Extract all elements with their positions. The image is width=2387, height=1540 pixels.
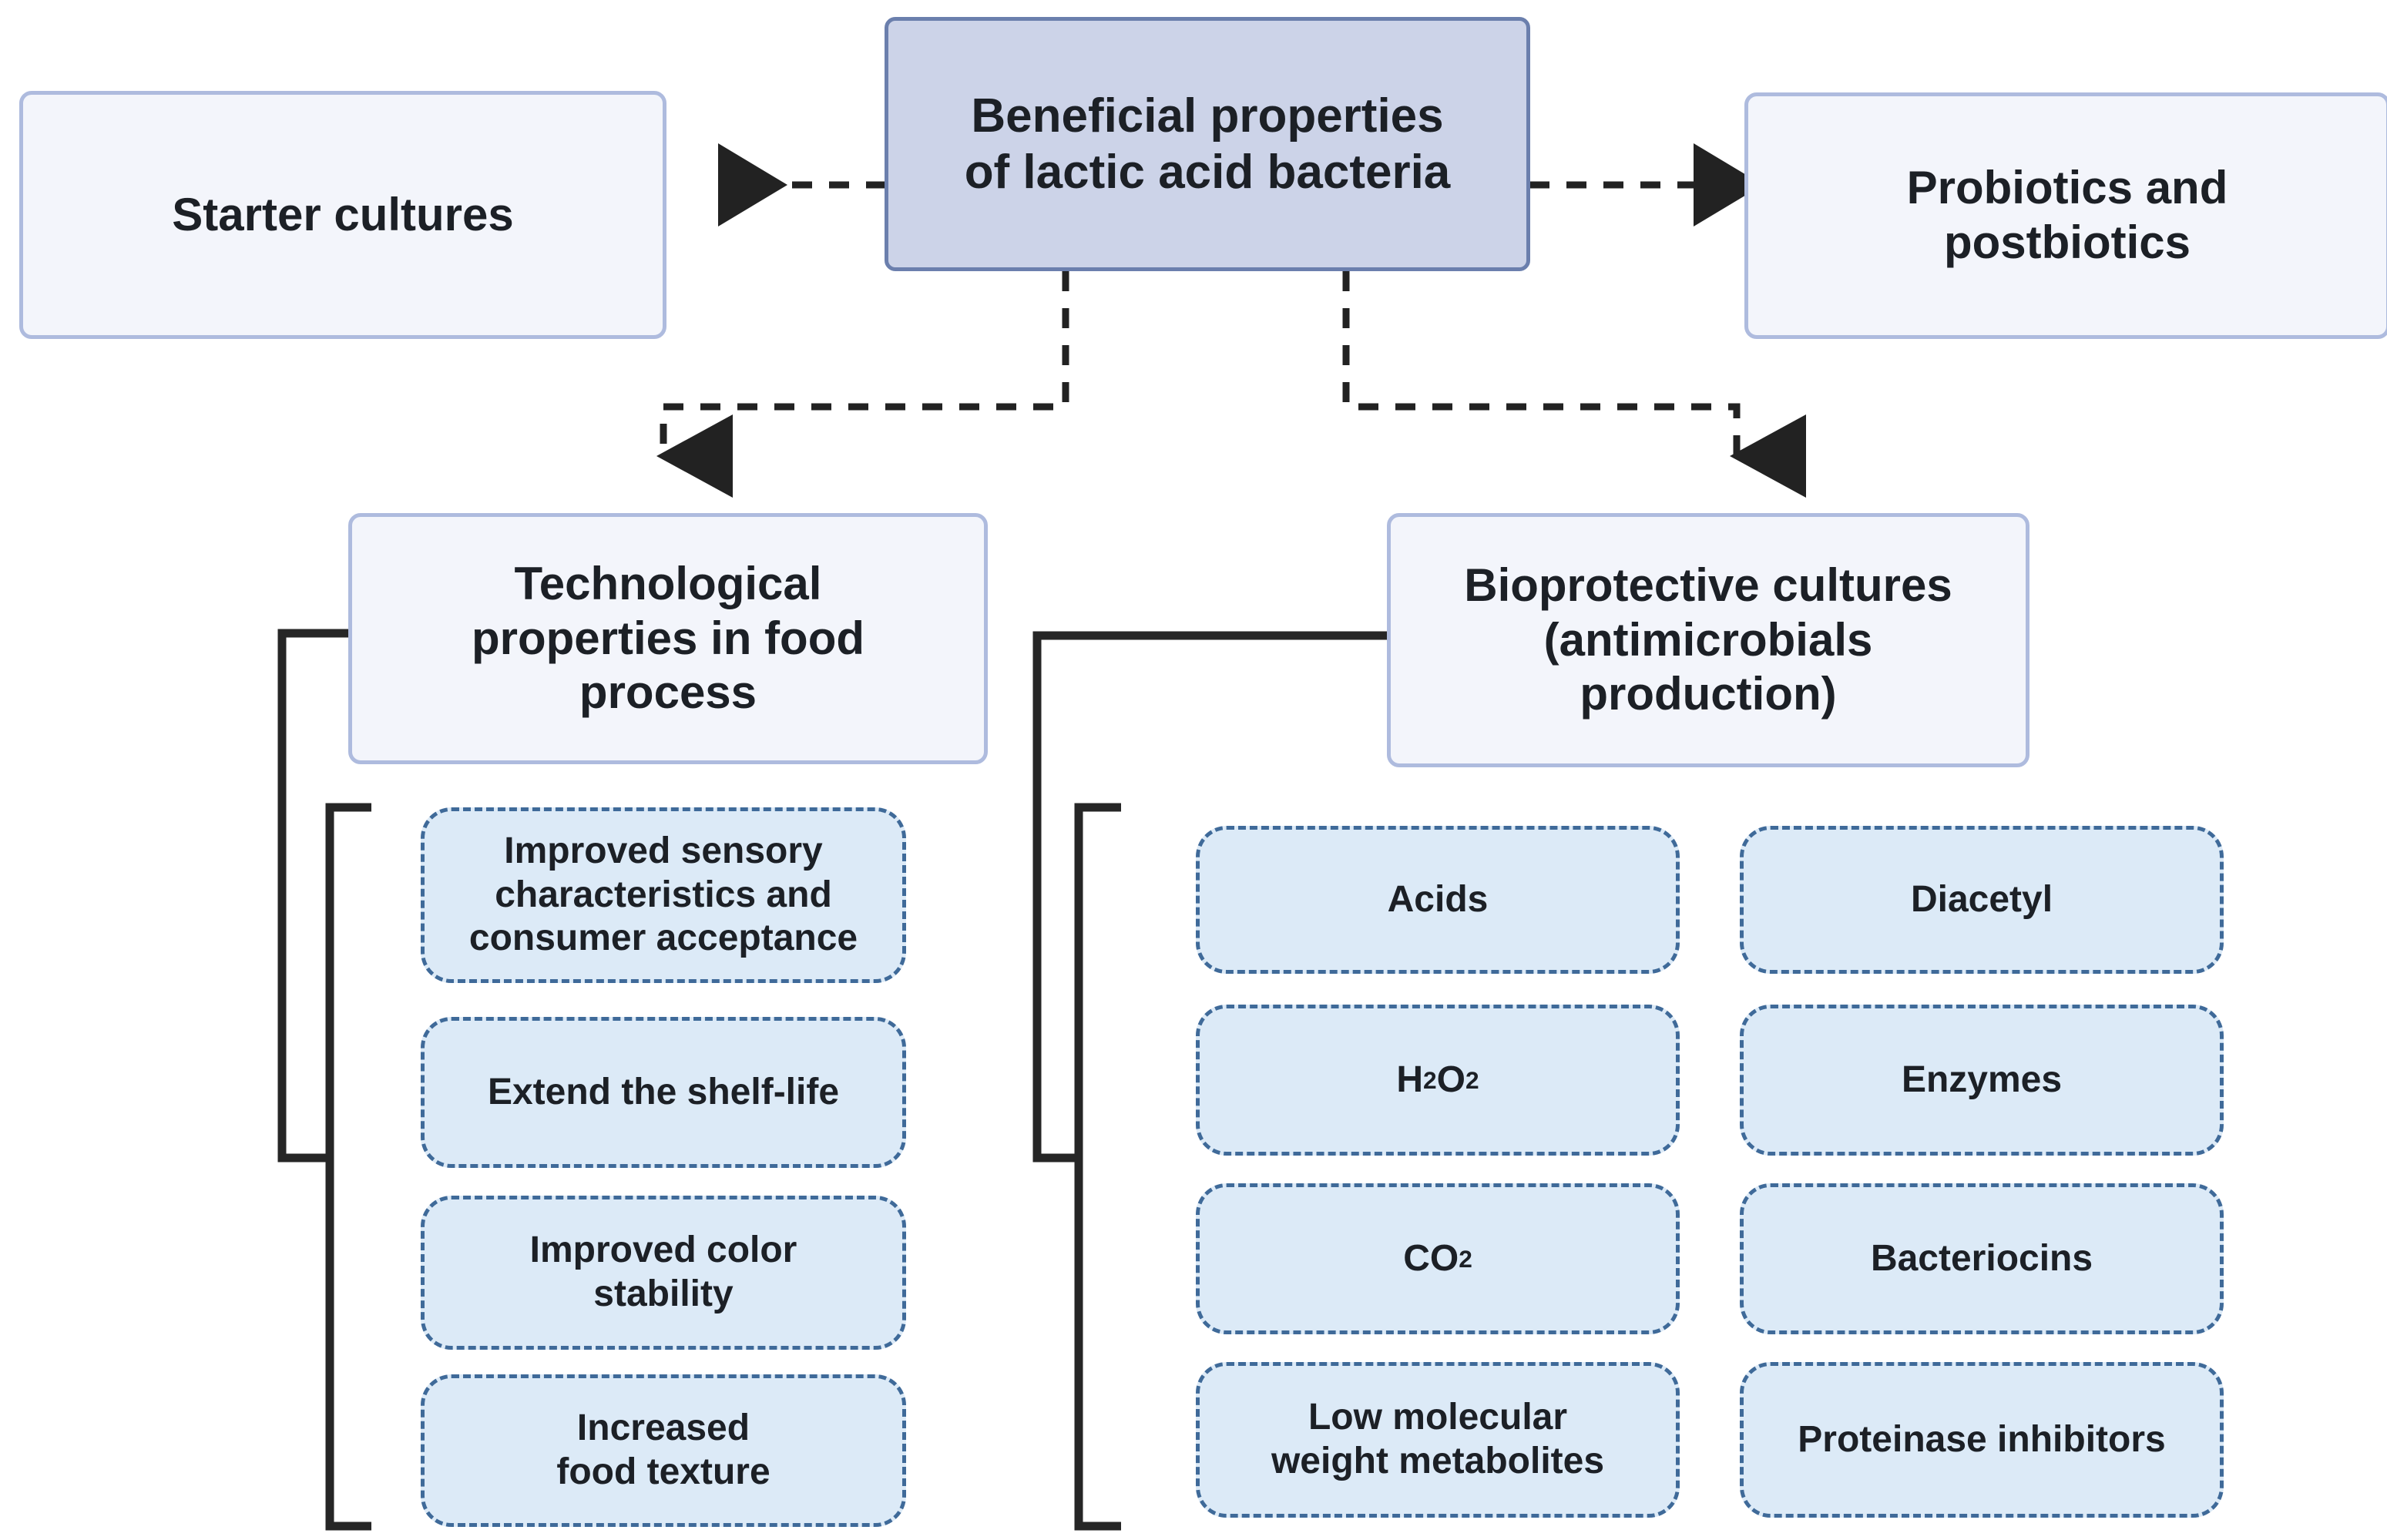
chip-bacteriocins[interactable]: Bacteriocins: [1740, 1183, 2224, 1334]
bracket-technological-outer: [277, 629, 348, 1163]
node-starter-cultures[interactable]: Starter cultures: [19, 91, 666, 339]
chip-increased-food-texture[interactable]: Increased food texture: [421, 1374, 906, 1527]
node-bioprotective-cultures[interactable]: Bioprotective cultures (antimicrobials p…: [1387, 513, 2029, 767]
arrow-root-to-bioprotective-cultures: [1342, 271, 1806, 498]
node-probiotics-and-postbiotics[interactable]: Probiotics and postbiotics: [1744, 92, 2387, 339]
bracket-bioprotective-inner: [1074, 803, 1121, 1531]
node-beneficial-properties-root[interactable]: Beneficial properties of lactic acid bac…: [885, 17, 1530, 271]
chip-proteinase-inhibitors[interactable]: Proteinase inhibitors: [1740, 1362, 2224, 1518]
arrow-root-to-technological-properties: [656, 271, 1069, 498]
bracket-technological-inner: [325, 803, 371, 1531]
chip-improved-sensory-characteristics[interactable]: Improved sensory characteristics and con…: [421, 807, 906, 983]
chip-acids[interactable]: Acids: [1196, 826, 1680, 974]
chip-improved-color-stability[interactable]: Improved color stability: [421, 1196, 906, 1350]
node-technological-properties-in-food-process[interactable]: Technological properties in food process: [348, 513, 988, 764]
chip-enzymes[interactable]: Enzymes: [1740, 1005, 2224, 1156]
chip-diacetyl[interactable]: Diacetyl: [1740, 826, 2224, 974]
chip-extend-the-shelf-life[interactable]: Extend the shelf-life: [421, 1017, 906, 1168]
